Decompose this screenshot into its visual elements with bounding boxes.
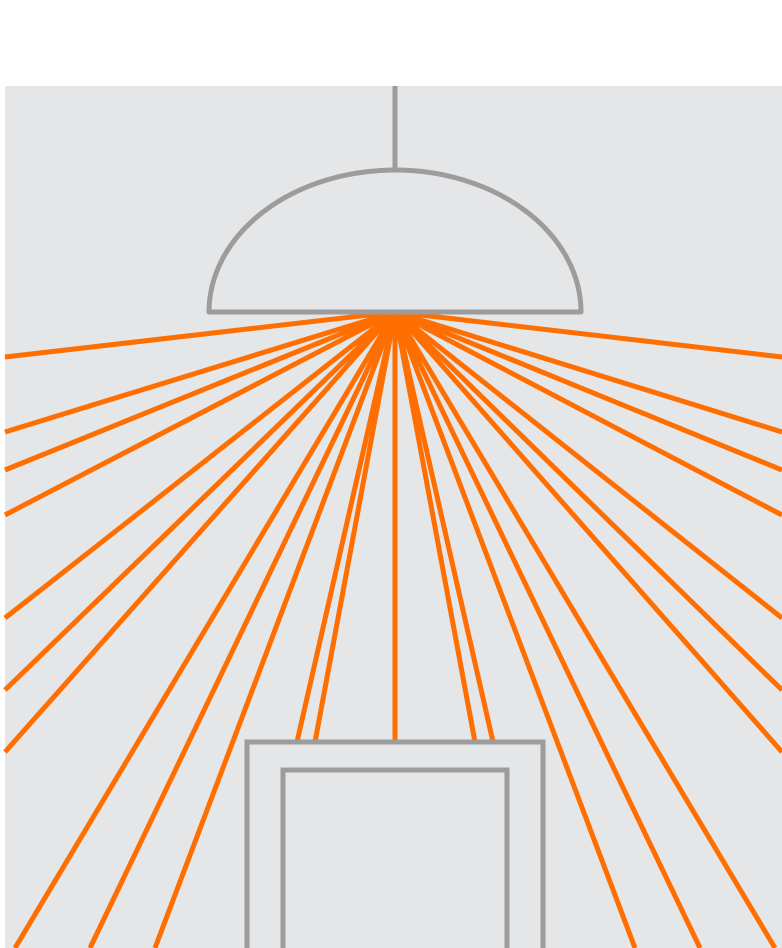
door-panel [283,770,507,948]
door-icon [247,742,543,948]
